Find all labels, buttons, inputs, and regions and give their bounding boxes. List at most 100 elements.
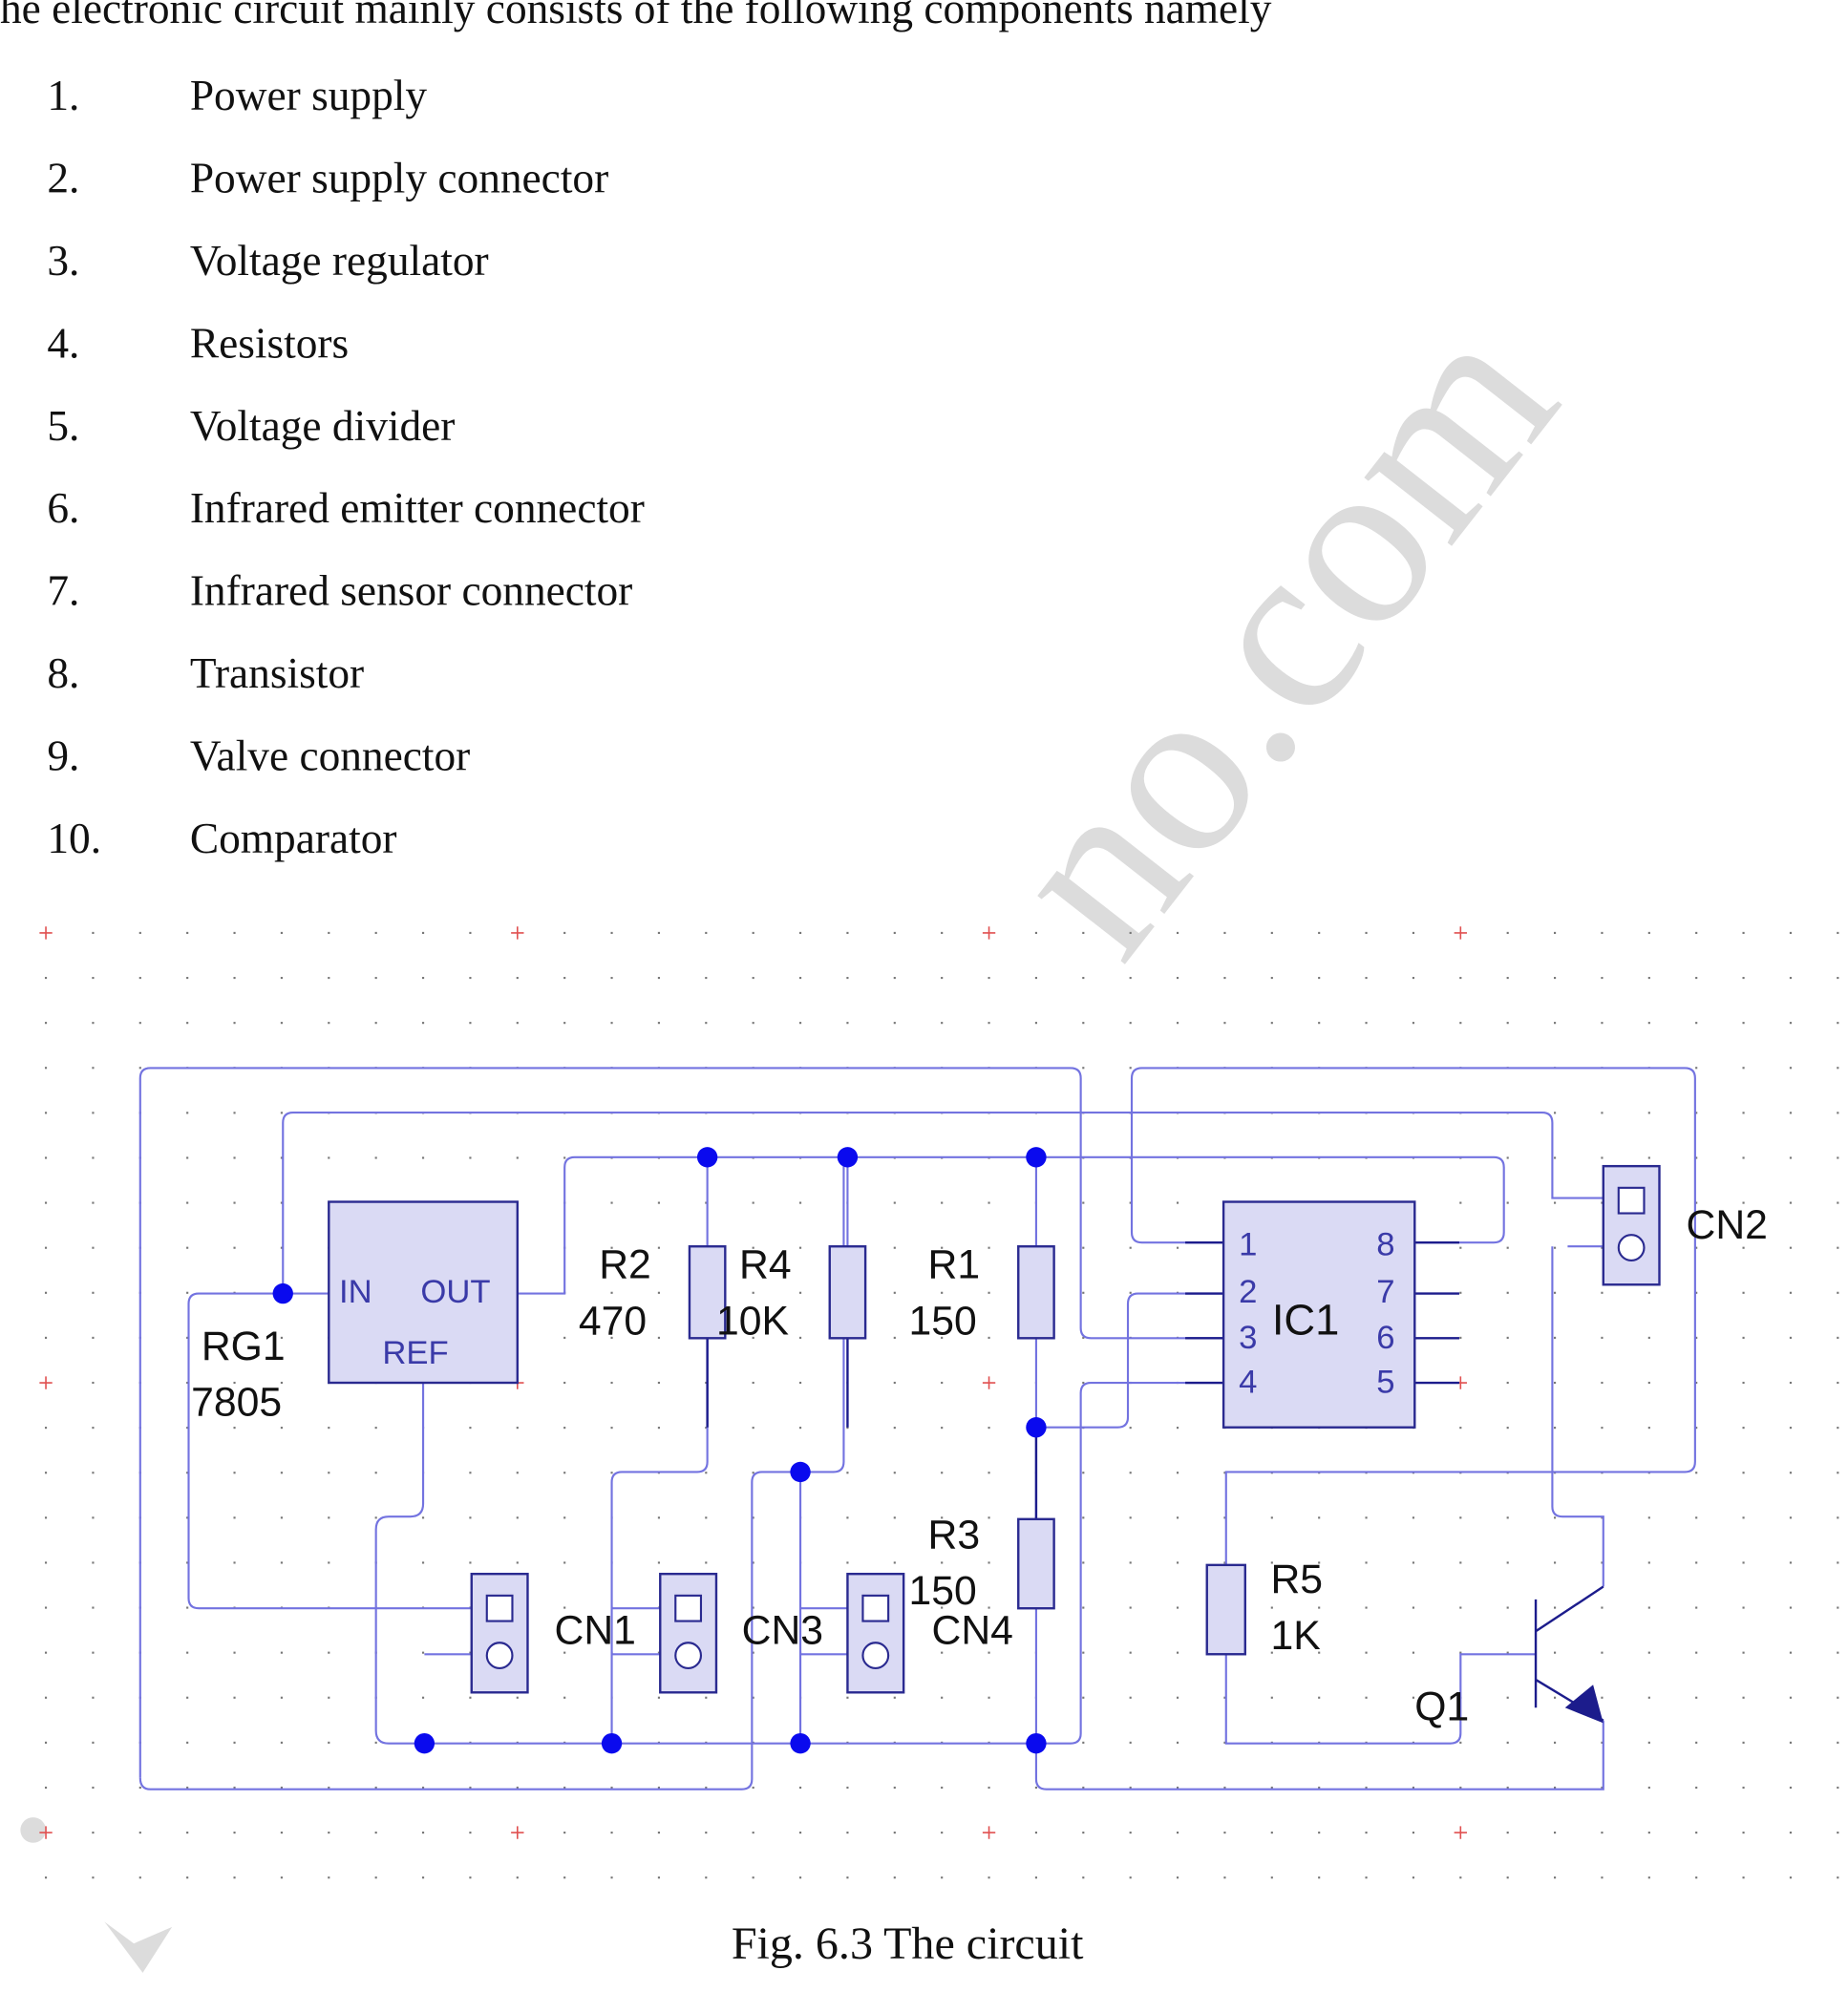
list-item-number: 10. xyxy=(47,815,101,862)
grid-dot xyxy=(186,1246,189,1249)
grid-dot xyxy=(1789,1606,1793,1609)
grid-dot xyxy=(610,1381,613,1385)
grid-dot xyxy=(988,1606,990,1609)
grid-dot xyxy=(44,1156,48,1159)
grid-dot xyxy=(798,1381,802,1385)
grid-dot xyxy=(1601,1427,1604,1430)
round-pad-icon xyxy=(1617,1234,1646,1261)
grid-dot xyxy=(92,1156,95,1159)
grid-dot xyxy=(1270,1832,1273,1834)
grid-dot xyxy=(893,1516,896,1519)
junction-dot xyxy=(1026,1732,1047,1754)
grid-dot xyxy=(1789,1336,1793,1339)
grid-dot xyxy=(374,1786,377,1790)
grid-dot xyxy=(280,1112,283,1114)
grid-dot xyxy=(1223,1022,1226,1025)
grid-dot xyxy=(469,1427,472,1430)
grid-dot xyxy=(1601,1381,1604,1385)
grid-dot xyxy=(1647,1606,1650,1609)
schematic-wires xyxy=(138,1067,1696,1791)
grid-dot xyxy=(1554,1741,1557,1744)
svg-text:470: 470 xyxy=(579,1298,647,1344)
grid-dot xyxy=(92,1336,95,1339)
grid-dot xyxy=(1412,1786,1415,1790)
grid-dot xyxy=(421,931,425,935)
grid-dot xyxy=(1554,1606,1557,1609)
grid-dot xyxy=(657,976,660,980)
grid-dot xyxy=(1506,1201,1509,1204)
grid-dot xyxy=(1837,931,1839,935)
grid-dot xyxy=(1601,1786,1604,1790)
grid-dot xyxy=(1270,1786,1273,1790)
grid-dot xyxy=(1270,1696,1273,1699)
grid-dot xyxy=(1554,1832,1557,1834)
list-item-number: 1. xyxy=(47,72,79,119)
grid-dot xyxy=(1223,1696,1226,1699)
grid-dot xyxy=(1129,1472,1132,1474)
grid-dot xyxy=(1837,976,1839,980)
grid-dot xyxy=(1647,1516,1650,1519)
round-pad-icon xyxy=(485,1642,514,1670)
grid-dot xyxy=(1129,1561,1132,1564)
grid-dot xyxy=(1365,1561,1368,1564)
grid-dot xyxy=(421,1022,425,1025)
grid-dot xyxy=(1034,1022,1038,1025)
grid-dot xyxy=(941,1696,944,1699)
grid-dot xyxy=(893,1696,896,1699)
grid-dot xyxy=(186,1472,189,1474)
grid-dot xyxy=(1837,1246,1839,1249)
grid-dot xyxy=(1789,976,1793,980)
grid-dot xyxy=(92,1472,95,1474)
grid-dot xyxy=(1695,1291,1698,1294)
grid-dot xyxy=(1506,1336,1509,1339)
grid-dot xyxy=(280,931,283,935)
grid-dot xyxy=(1789,1741,1793,1744)
grid-dot xyxy=(752,1696,754,1699)
grid-dot xyxy=(1506,1561,1509,1564)
grid-dot xyxy=(280,1651,283,1654)
grid-dot xyxy=(374,1832,377,1834)
grid-dot xyxy=(988,976,990,980)
junction-dot xyxy=(696,1147,718,1168)
grid-dot xyxy=(186,1561,189,1564)
grid-dot xyxy=(1223,976,1226,980)
grid-dot xyxy=(280,1876,283,1879)
grid-dot xyxy=(44,1472,48,1474)
grid-dot xyxy=(1601,976,1604,980)
cn3-label: CN3 xyxy=(742,1608,823,1654)
grid-dot xyxy=(1601,1651,1604,1654)
grid-dot xyxy=(186,976,189,980)
grid-dot xyxy=(1129,1786,1132,1790)
grid-dot xyxy=(280,1516,283,1519)
grid-dot xyxy=(1742,1112,1745,1114)
grid-dot xyxy=(1506,1516,1509,1519)
grid-dot xyxy=(44,1022,48,1025)
grid-dot xyxy=(1647,1561,1650,1564)
grid-dot xyxy=(421,1156,425,1159)
grid-dot xyxy=(1459,1516,1462,1519)
grid-dot xyxy=(186,1786,189,1790)
grid-dot xyxy=(138,1876,141,1879)
grid-dot xyxy=(1742,1472,1745,1474)
grid-dot xyxy=(1129,1696,1132,1699)
grid-dot xyxy=(1554,1246,1557,1249)
grid-dot xyxy=(1695,1156,1698,1159)
grid-dot xyxy=(421,1516,425,1519)
grid-dot xyxy=(1034,1876,1038,1879)
cn4-label: CN4 xyxy=(932,1608,1013,1654)
grid-dot xyxy=(280,1246,283,1249)
grid-dot xyxy=(44,1246,48,1249)
grid-dot xyxy=(1176,1832,1179,1834)
grid-dot xyxy=(1695,1381,1698,1385)
grid-dot xyxy=(1837,1561,1839,1564)
grid-dot xyxy=(1647,1336,1650,1339)
grid-dot xyxy=(1365,1786,1368,1790)
junction-dot xyxy=(601,1732,623,1754)
grid-dot xyxy=(1742,1786,1745,1790)
grid-dot xyxy=(1270,931,1273,935)
grid-dot xyxy=(1742,1067,1745,1070)
grid-dot xyxy=(1365,931,1368,935)
grid-dot xyxy=(1837,1427,1839,1430)
grid-dot xyxy=(1034,976,1038,980)
grid-dot xyxy=(1129,1651,1132,1654)
